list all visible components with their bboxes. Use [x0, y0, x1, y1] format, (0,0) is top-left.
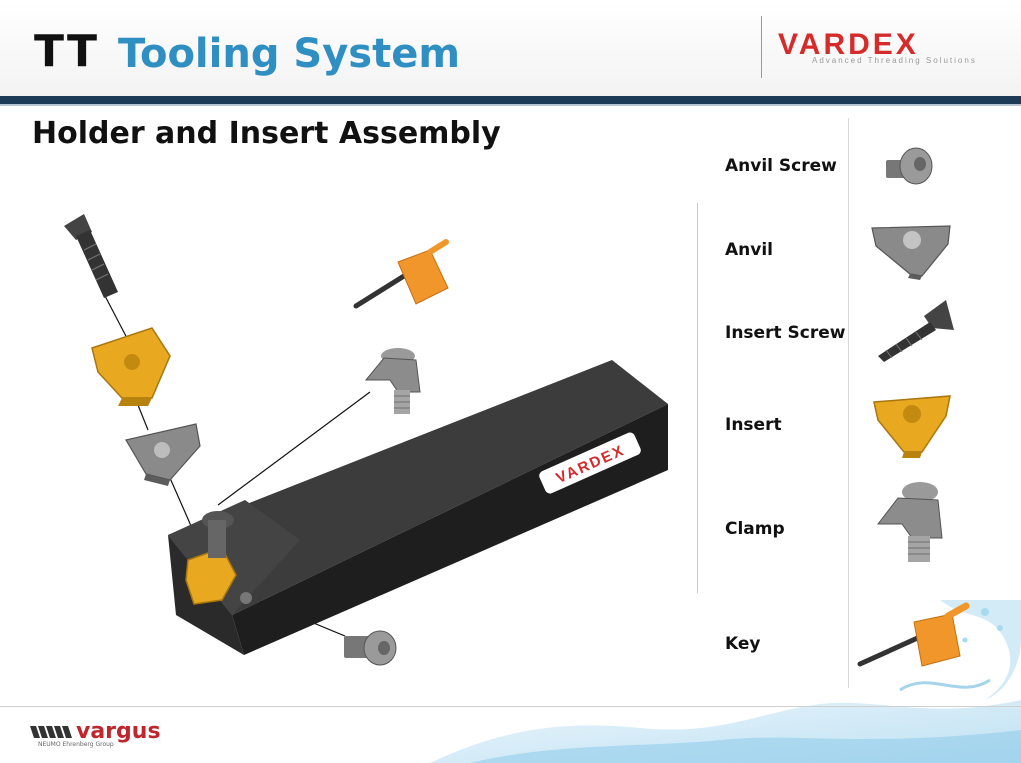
tool-holder: VARDEX — [168, 360, 668, 655]
key-icon — [857, 602, 970, 667]
legend-label-clamp: Clamp — [725, 519, 785, 539]
anvil-screw-part — [344, 630, 397, 666]
vardex-logo: VARDEX — [778, 28, 919, 61]
header-separator — [761, 16, 762, 78]
insert-part — [91, 327, 171, 406]
clamp-icon — [876, 482, 943, 562]
legend-label-key: Key — [725, 634, 761, 654]
tt-mark: TT — [34, 26, 100, 77]
legend-label-insert-screw: Insert Screw — [725, 323, 846, 343]
vargus-group-label: NEUMO Ehrenberg Group — [38, 741, 114, 748]
footer-divider — [0, 706, 1021, 707]
vargus-logo: vargus — [76, 719, 161, 744]
anvil-icon — [871, 225, 951, 280]
anvil-screw-icon — [886, 147, 933, 185]
legend-label-insert: Insert — [725, 415, 782, 435]
header-band-accent — [0, 104, 1021, 106]
vargus-logo-mark — [30, 726, 72, 738]
slide-title: Tooling System — [118, 31, 461, 77]
legend-divider-right — [848, 118, 849, 688]
header-band — [0, 96, 1021, 104]
insert-icon — [873, 395, 951, 458]
header: TT Tooling System VARDEX Advanced Thread… — [0, 0, 1021, 96]
anvil-part — [125, 423, 201, 486]
vardex-tagline: Advanced Threading Solutions — [812, 56, 977, 65]
clamp-part — [364, 348, 421, 414]
insert-screw — [64, 214, 118, 298]
insert-screw-icon — [878, 300, 954, 362]
page-heading: Holder and Insert Assembly — [32, 116, 501, 151]
legend-label-anvil: Anvil — [725, 240, 773, 260]
legend-label-anvil-screw: Anvil Screw — [725, 156, 837, 176]
key-part — [353, 239, 449, 309]
legend-divider-left — [697, 203, 698, 593]
